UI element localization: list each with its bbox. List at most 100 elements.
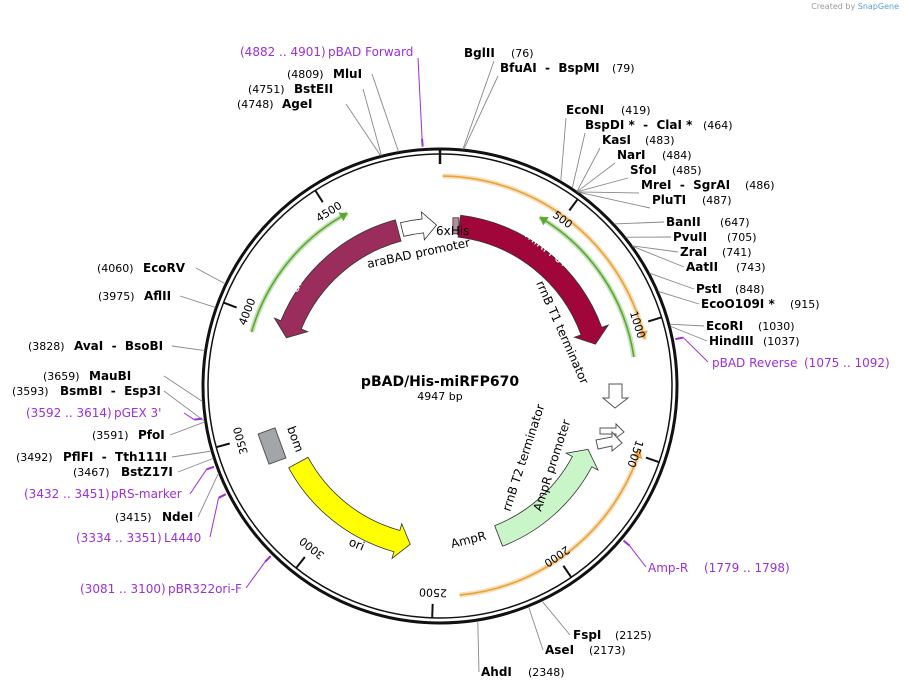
primer-mark-l4440 (218, 493, 227, 499)
svg-text:(1075 .. 1092): (1075 .. 1092) (804, 356, 890, 370)
enzyme-bfuai-bspmi[interactable]: BfuAI - BspMI(79) (500, 61, 635, 75)
svg-text:BspDI * - ClaI *: BspDI * - ClaI * (585, 118, 693, 132)
svg-text:PfoI: PfoI (138, 428, 165, 442)
enzyme-mlui[interactable]: (4809) MluI (287, 67, 362, 81)
svg-text:AhdI: AhdI (481, 665, 512, 679)
svg-text:(743): (743) (736, 261, 766, 274)
enzyme-pfoi[interactable]: (3591) PfoI (92, 428, 165, 442)
svg-text:L4440: L4440 (164, 531, 201, 545)
svg-text:(705): (705) (727, 231, 757, 244)
tick-label-2500: 2500 (419, 585, 447, 599)
enzyme-ecoo109i[interactable]: EcoO109I *(915) (701, 297, 820, 311)
primer-mark-pgex-3prime-line (183, 412, 195, 421)
primer-amp-r[interactable]: Amp-R (1779 .. 1798) (648, 561, 790, 575)
ampr-promoter-arrow[interactable] (595, 430, 623, 453)
primer-prs-marker[interactable]: (3432 .. 3451)pRS-marker (24, 487, 182, 501)
svg-text:EcoRI: EcoRI (706, 319, 743, 333)
leader-line (669, 323, 705, 327)
svg-text:(647): (647) (720, 216, 750, 229)
orf-bottom-right (459, 449, 641, 596)
svg-text:(4809): (4809) (287, 68, 324, 81)
svg-text:HindIII: HindIII (709, 334, 754, 348)
arabad-promoter-arrow[interactable] (399, 211, 438, 241)
primer-pbad-forward[interactable]: (4882 .. 4901)pBAD Forward (240, 45, 413, 59)
enzyme-agei[interactable]: (4748) AgeI (237, 97, 312, 111)
primer-mark-pbr322ori-f (264, 555, 272, 563)
svg-text:(3081 .. 3100): (3081 .. 3100) (80, 582, 166, 596)
svg-text:Amp-R: Amp-R (648, 561, 688, 575)
leader-line (163, 390, 205, 422)
enzyme-ecori[interactable]: EcoRI(1030) (706, 319, 795, 333)
tick-label-3000: 3000 (297, 534, 327, 562)
enzyme-ecorv[interactable]: (4060)EcoRV (97, 261, 186, 275)
enzyme-ahdi[interactable]: AhdI (2348) (481, 665, 565, 679)
enzyme-fspi[interactable]: FspI(2125) (573, 628, 652, 642)
enzyme-kasi[interactable]: KasI(483) (602, 133, 675, 147)
rrnb-t1-terminator-arrow[interactable] (601, 383, 630, 409)
enzyme-aflii[interactable]: (3975)AflII (98, 289, 171, 303)
enzyme-bstz17i[interactable]: (3467)BstZ17I (73, 465, 173, 479)
feature-label-bom: bom (284, 424, 306, 454)
tick-1000 (647, 316, 662, 323)
leader-line (371, 73, 399, 152)
enzyme-nari[interactable]: NarI(484) (617, 148, 692, 162)
leader-line (177, 457, 214, 473)
enzyme-avai-bsobi[interactable]: (3828)AvaI - BsoBI (28, 339, 163, 353)
orf-left-green (250, 212, 348, 333)
enzyme-zrai[interactable]: ZraI(741) (680, 245, 752, 259)
svg-text:(3659): (3659) (43, 370, 80, 383)
svg-text:(79): (79) (612, 62, 635, 75)
svg-text:BanII: BanII (666, 215, 701, 229)
enzyme-hindiii[interactable]: HindIII (1037) (709, 334, 800, 348)
ori-feature-arrow[interactable] (288, 456, 411, 560)
enzyme-sfoi[interactable]: SfoI(485) (630, 163, 702, 177)
leader-line (541, 600, 571, 636)
svg-text:AgeI: AgeI (282, 97, 312, 111)
mirfp670-feature-arrow[interactable] (457, 214, 610, 345)
arac-feature-arrow[interactable] (273, 219, 402, 339)
6xhis-tag[interactable] (452, 217, 460, 235)
enzyme-aatii[interactable]: AatII(743) (686, 260, 766, 274)
svg-text:BglII: BglII (464, 46, 495, 60)
enzyme-econi[interactable]: EcoNI(419) (566, 103, 651, 117)
primer-pbad-reverse[interactable]: pBAD Reverse(1075 .. 1092) (712, 356, 890, 370)
orf-right-green (539, 216, 635, 358)
enzyme-banii[interactable]: BanII (647) (666, 215, 750, 229)
enzyme-maubi[interactable]: (3659)MauBI (43, 369, 131, 383)
snapgene-logo-text: SnapGene (857, 2, 899, 11)
bom-feature[interactable] (257, 427, 287, 465)
leader-line (670, 325, 708, 342)
svg-text:MluI: MluI (333, 67, 362, 81)
svg-text:(4748): (4748) (237, 98, 274, 111)
enzyme-bglii[interactable]: BglII(76) (464, 46, 534, 60)
enzyme-bspdi-clai[interactable]: BspDI * - ClaI *(464) (585, 118, 733, 132)
primer-pgex-3prime[interactable]: (3592 .. 3614)pGEX 3' (26, 406, 161, 420)
leader-line (576, 147, 601, 192)
ampr-feature-arrow[interactable] (494, 448, 599, 547)
plasmid-length: 4947 bp (417, 390, 462, 403)
svg-text:pBR322ori-F: pBR322ori-F (168, 582, 242, 596)
enzyme-pvuii[interactable]: PvuII(705) (673, 230, 757, 244)
rrnb-t2-terminator-arrow[interactable] (599, 422, 625, 439)
enzyme-psti[interactable]: PstI(848) (696, 282, 765, 296)
enzyme-ndei[interactable]: (3415)NdeI (115, 510, 193, 524)
enzyme-pluti[interactable]: PluTI(487) (652, 193, 732, 207)
svg-text:(1037): (1037) (763, 335, 800, 348)
enzyme-asei[interactable]: AseI(2173) (545, 643, 626, 657)
enzyme-mrei-sgrai[interactable]: MreI - SgrAI(486) (641, 178, 775, 192)
primer-mark-amp-r-line (629, 545, 647, 568)
svg-text:PstI: PstI (696, 282, 722, 296)
enzyme-bsteii[interactable]: (4751)BstEII (248, 82, 333, 96)
primer-labels: (4882 .. 4901)pBAD Forward pBAD Reverse(… (24, 45, 890, 596)
svg-text:(1779 .. 1798): (1779 .. 1798) (704, 561, 790, 575)
svg-text:(2348): (2348) (528, 666, 565, 679)
svg-text:(3828): (3828) (28, 340, 65, 353)
primer-pbr322ori-f[interactable]: (3081 .. 3100)pBR322ori-F (80, 582, 242, 596)
enzyme-pflfi-tth111i[interactable]: (3492)PflFI - Tth111I (16, 450, 167, 464)
svg-text:(3591): (3591) (92, 429, 129, 442)
primer-l4440[interactable]: (3334 .. 3351)L4440 (76, 531, 201, 545)
leader-line (197, 472, 219, 518)
enzyme-bsmbi-esp3i[interactable]: (3593)BsmBI - Esp3I (12, 384, 161, 398)
svg-text:(3334 .. 3351): (3334 .. 3351) (76, 531, 162, 545)
leader-line (649, 272, 695, 290)
